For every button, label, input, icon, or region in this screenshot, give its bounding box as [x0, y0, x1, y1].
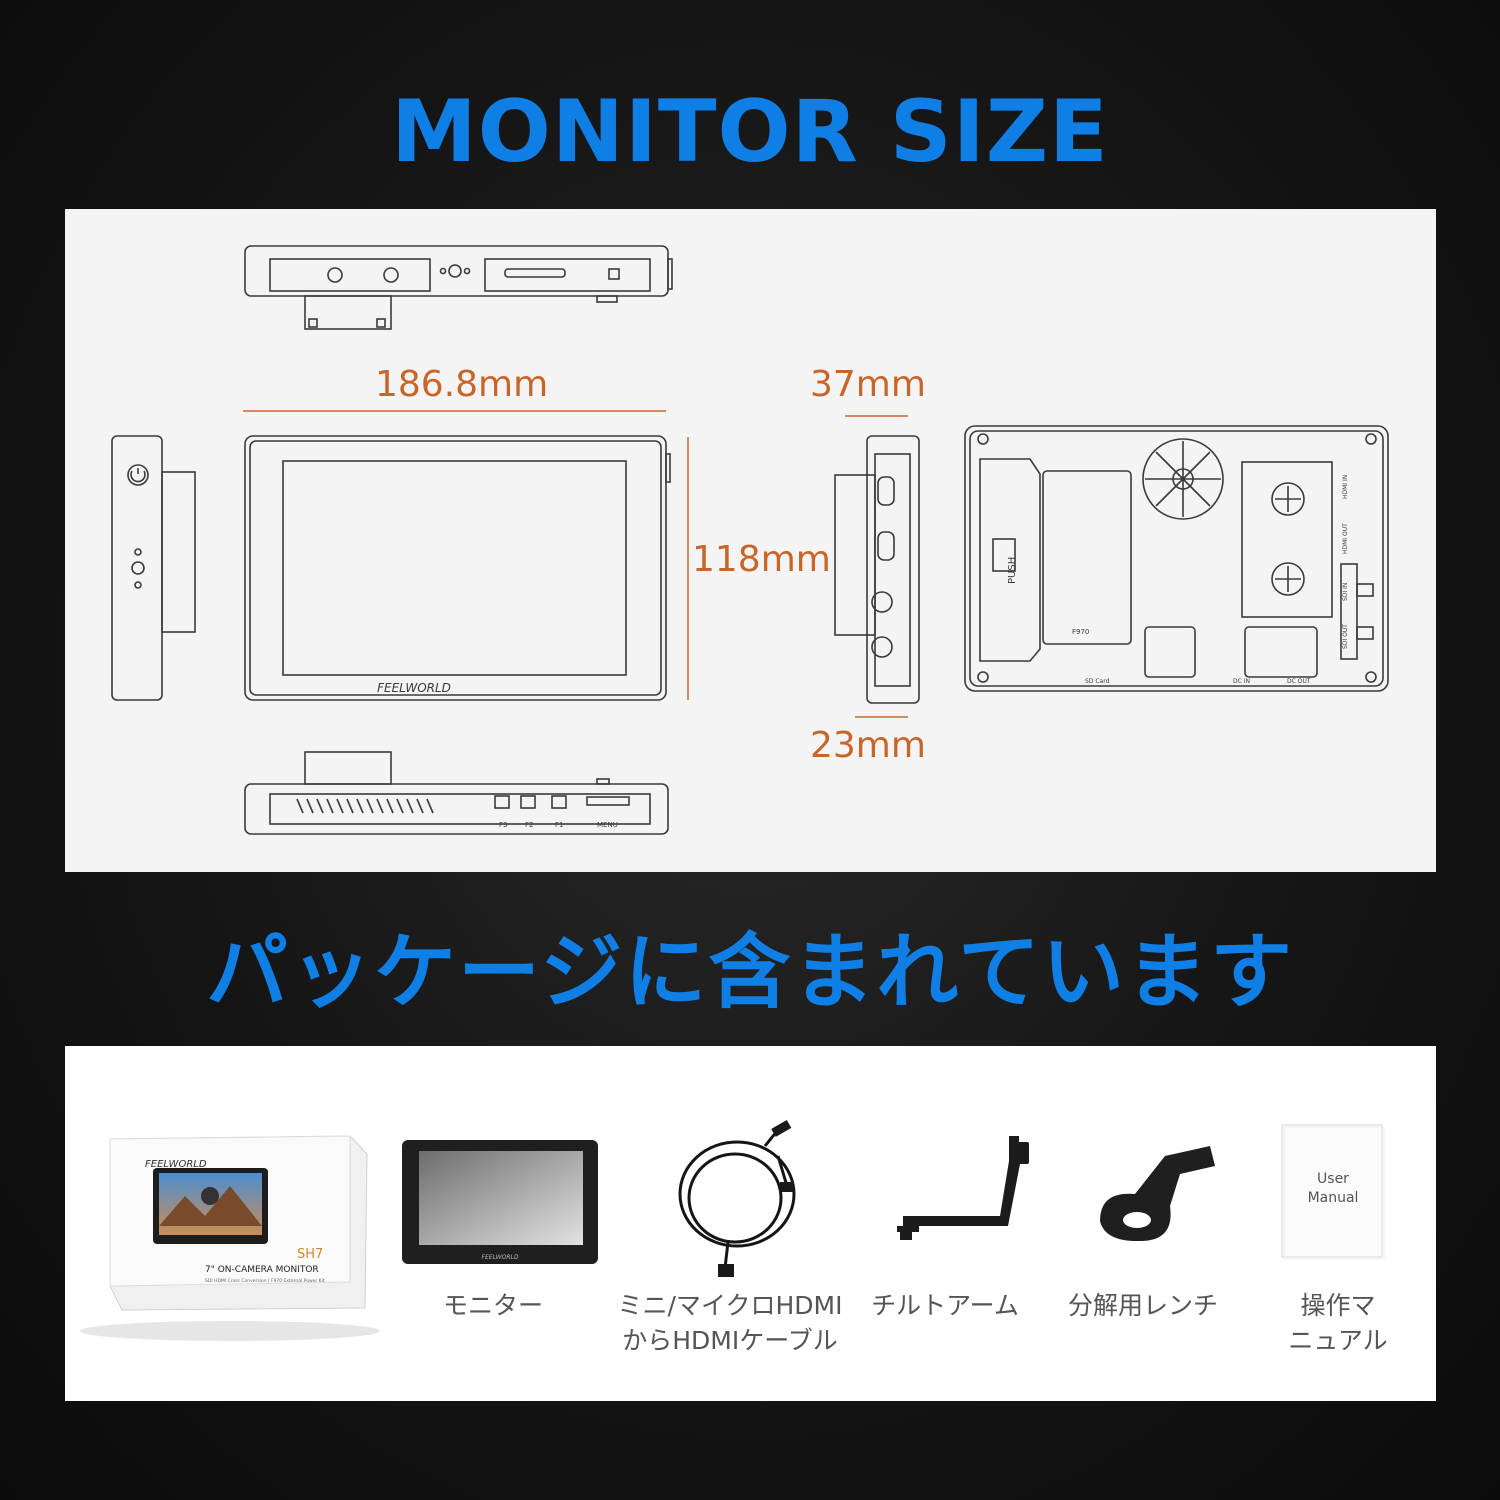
caption-hdmi-cable: ミニ/マイクロHDMI からHDMIケーブル: [600, 1288, 860, 1358]
box-subline: SDI HDMI Cross Conversion | F970 Externa…: [205, 1278, 325, 1284]
caption-wrench-line1: 分解用レンチ: [1067, 1291, 1218, 1320]
caption-manual: 操作マ ニュアル: [1213, 1288, 1463, 1358]
depth-max-dimension: 37mm: [810, 364, 926, 405]
caption-hdmi-cable-line2: からHDMIケーブル: [622, 1326, 838, 1355]
wrench-image: [1100, 1146, 1215, 1242]
caption-tilt-arm-line1: チルトアーム: [871, 1291, 1019, 1320]
caption-hdmi-cable-line1: ミニ/マイクロHDMI: [617, 1291, 843, 1320]
monitor-brand: FEELWORLD: [482, 1254, 519, 1261]
hdmi-in-label: HDMI IN: [1342, 475, 1349, 499]
user-manual-image: [1281, 1124, 1385, 1260]
monitor-size-title: MONITOR SIZE: [391, 82, 1109, 182]
caption-tilt-arm: チルトアーム: [820, 1288, 1070, 1323]
bottom-view-drawing: [244, 751, 669, 835]
sdi-in-label: SDI IN: [1342, 583, 1349, 601]
package-items-illustration: FEELWORLD SH7 7" ON-CAMERA MONITOR SDI H…: [80, 1120, 1385, 1341]
dimension-lines: [243, 410, 908, 718]
technical-drawing: FEELWORLD PUSH F970 SD Card DC IN DC OUT…: [111, 245, 1389, 835]
hdmi-out-label: HDMI OUT: [1342, 523, 1349, 554]
depth-min-dimension: 23mm: [810, 725, 926, 766]
package-contents-title: パッケージに含まれています: [206, 925, 1294, 1020]
box-headline: 7" ON-CAMERA MONITOR: [205, 1265, 319, 1275]
manual-line-1: User: [1317, 1171, 1349, 1187]
sdi-out-label: SDI OUT: [1342, 624, 1349, 649]
push-label: PUSH: [1007, 557, 1018, 584]
height-dimension: 118mm: [692, 539, 831, 580]
menu-label: MENU: [597, 821, 618, 829]
f2-label: F2: [525, 821, 533, 829]
dc-in-label: DC IN: [1233, 678, 1250, 685]
box-brand: FEELWORLD: [145, 1159, 207, 1170]
package-contents-panel: FEELWORLD SH7 7" ON-CAMERA MONITOR SDI H…: [65, 1046, 1436, 1401]
back-view-drawing: [964, 425, 1389, 692]
front-view-drawing: [244, 435, 671, 701]
caption-manual-line1: 操作マ: [1300, 1291, 1376, 1320]
battery-label: F970: [1072, 628, 1089, 636]
f3-label: F3: [499, 821, 507, 829]
caption-monitor-line1: モニター: [442, 1291, 543, 1320]
product-box-image: [80, 1135, 380, 1341]
monitor-image: [402, 1140, 598, 1264]
dimensions-panel: FEELWORLD PUSH F970 SD Card DC IN DC OUT…: [65, 209, 1436, 872]
side-view-left-drawing: [111, 435, 196, 701]
f1-label: F1: [555, 821, 563, 829]
caption-manual-line2: ニュアル: [1288, 1326, 1388, 1355]
dc-out-label: DC OUT: [1287, 678, 1311, 685]
width-dimension: 186.8mm: [375, 364, 549, 405]
front-brand-label: FEELWORLD: [377, 681, 451, 695]
caption-wrench: 分解用レンチ: [1018, 1288, 1268, 1323]
tilt-arm-image: [897, 1136, 1029, 1240]
caption-monitor: モニター: [368, 1288, 618, 1323]
box-model: SH7: [297, 1247, 323, 1262]
manual-line-2: Manual: [1308, 1190, 1359, 1206]
top-view-drawing: [244, 245, 673, 330]
sd-card-label: SD Card: [1085, 678, 1110, 685]
hdmi-cable-image: [678, 1130, 796, 1269]
side-view-right-drawing: [834, 435, 920, 704]
